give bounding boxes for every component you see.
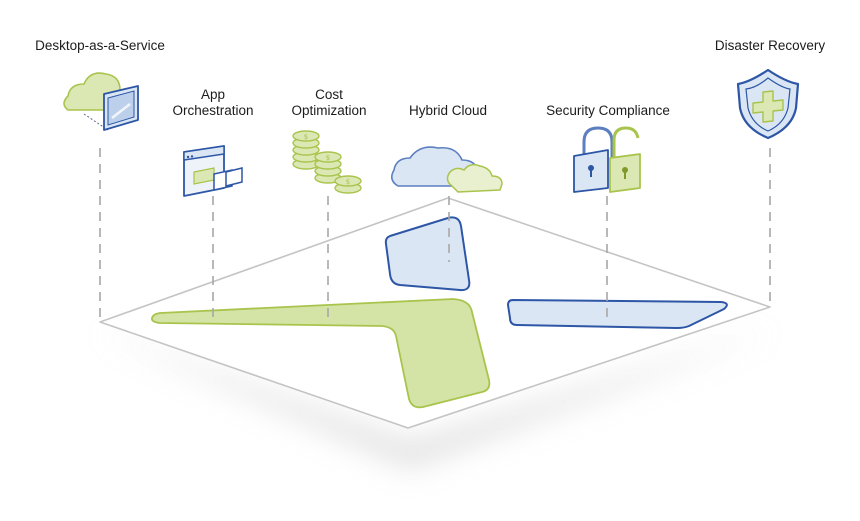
floor-shadow xyxy=(96,330,775,470)
label-hybrid-cloud: Hybrid Cloud xyxy=(392,103,504,119)
shield-cross-icon xyxy=(736,68,800,140)
hybrid-cloud-icon xyxy=(390,146,503,193)
svg-text:$: $ xyxy=(346,178,350,186)
padlocks-icon xyxy=(573,126,641,193)
label-hybrid-text: Hybrid Cloud xyxy=(408,103,488,118)
svg-text:$: $ xyxy=(326,154,330,162)
label-cost-line2: Optimization xyxy=(291,103,367,118)
coin-stacks-icon: $ $ $ xyxy=(292,130,362,194)
svg-text:$: $ xyxy=(304,133,308,141)
label-app-orchestration: App Orchestration xyxy=(158,87,268,119)
browser-windows-icon xyxy=(183,145,243,197)
label-app-line1: App xyxy=(200,87,226,102)
label-disaster-text: Disaster Recovery xyxy=(714,38,826,53)
label-security-text: Security Compliance xyxy=(546,103,670,118)
cloud-tablet-icon xyxy=(63,72,139,131)
label-app-line2: Orchestration xyxy=(172,103,254,118)
green-chevron-shape xyxy=(151,298,491,409)
label-desktop-text: Desktop-as-a-Service xyxy=(35,38,165,53)
label-security-compliance: Security Compliance xyxy=(530,103,686,119)
blue-right-shape xyxy=(507,299,728,329)
label-cost-optimization: Cost Optimization xyxy=(274,87,384,119)
label-cost-line1: Cost xyxy=(315,87,343,102)
label-desktop-as-a-service: Desktop-as-a-Service xyxy=(22,38,178,54)
label-disaster-recovery: Disaster Recovery xyxy=(700,38,840,54)
